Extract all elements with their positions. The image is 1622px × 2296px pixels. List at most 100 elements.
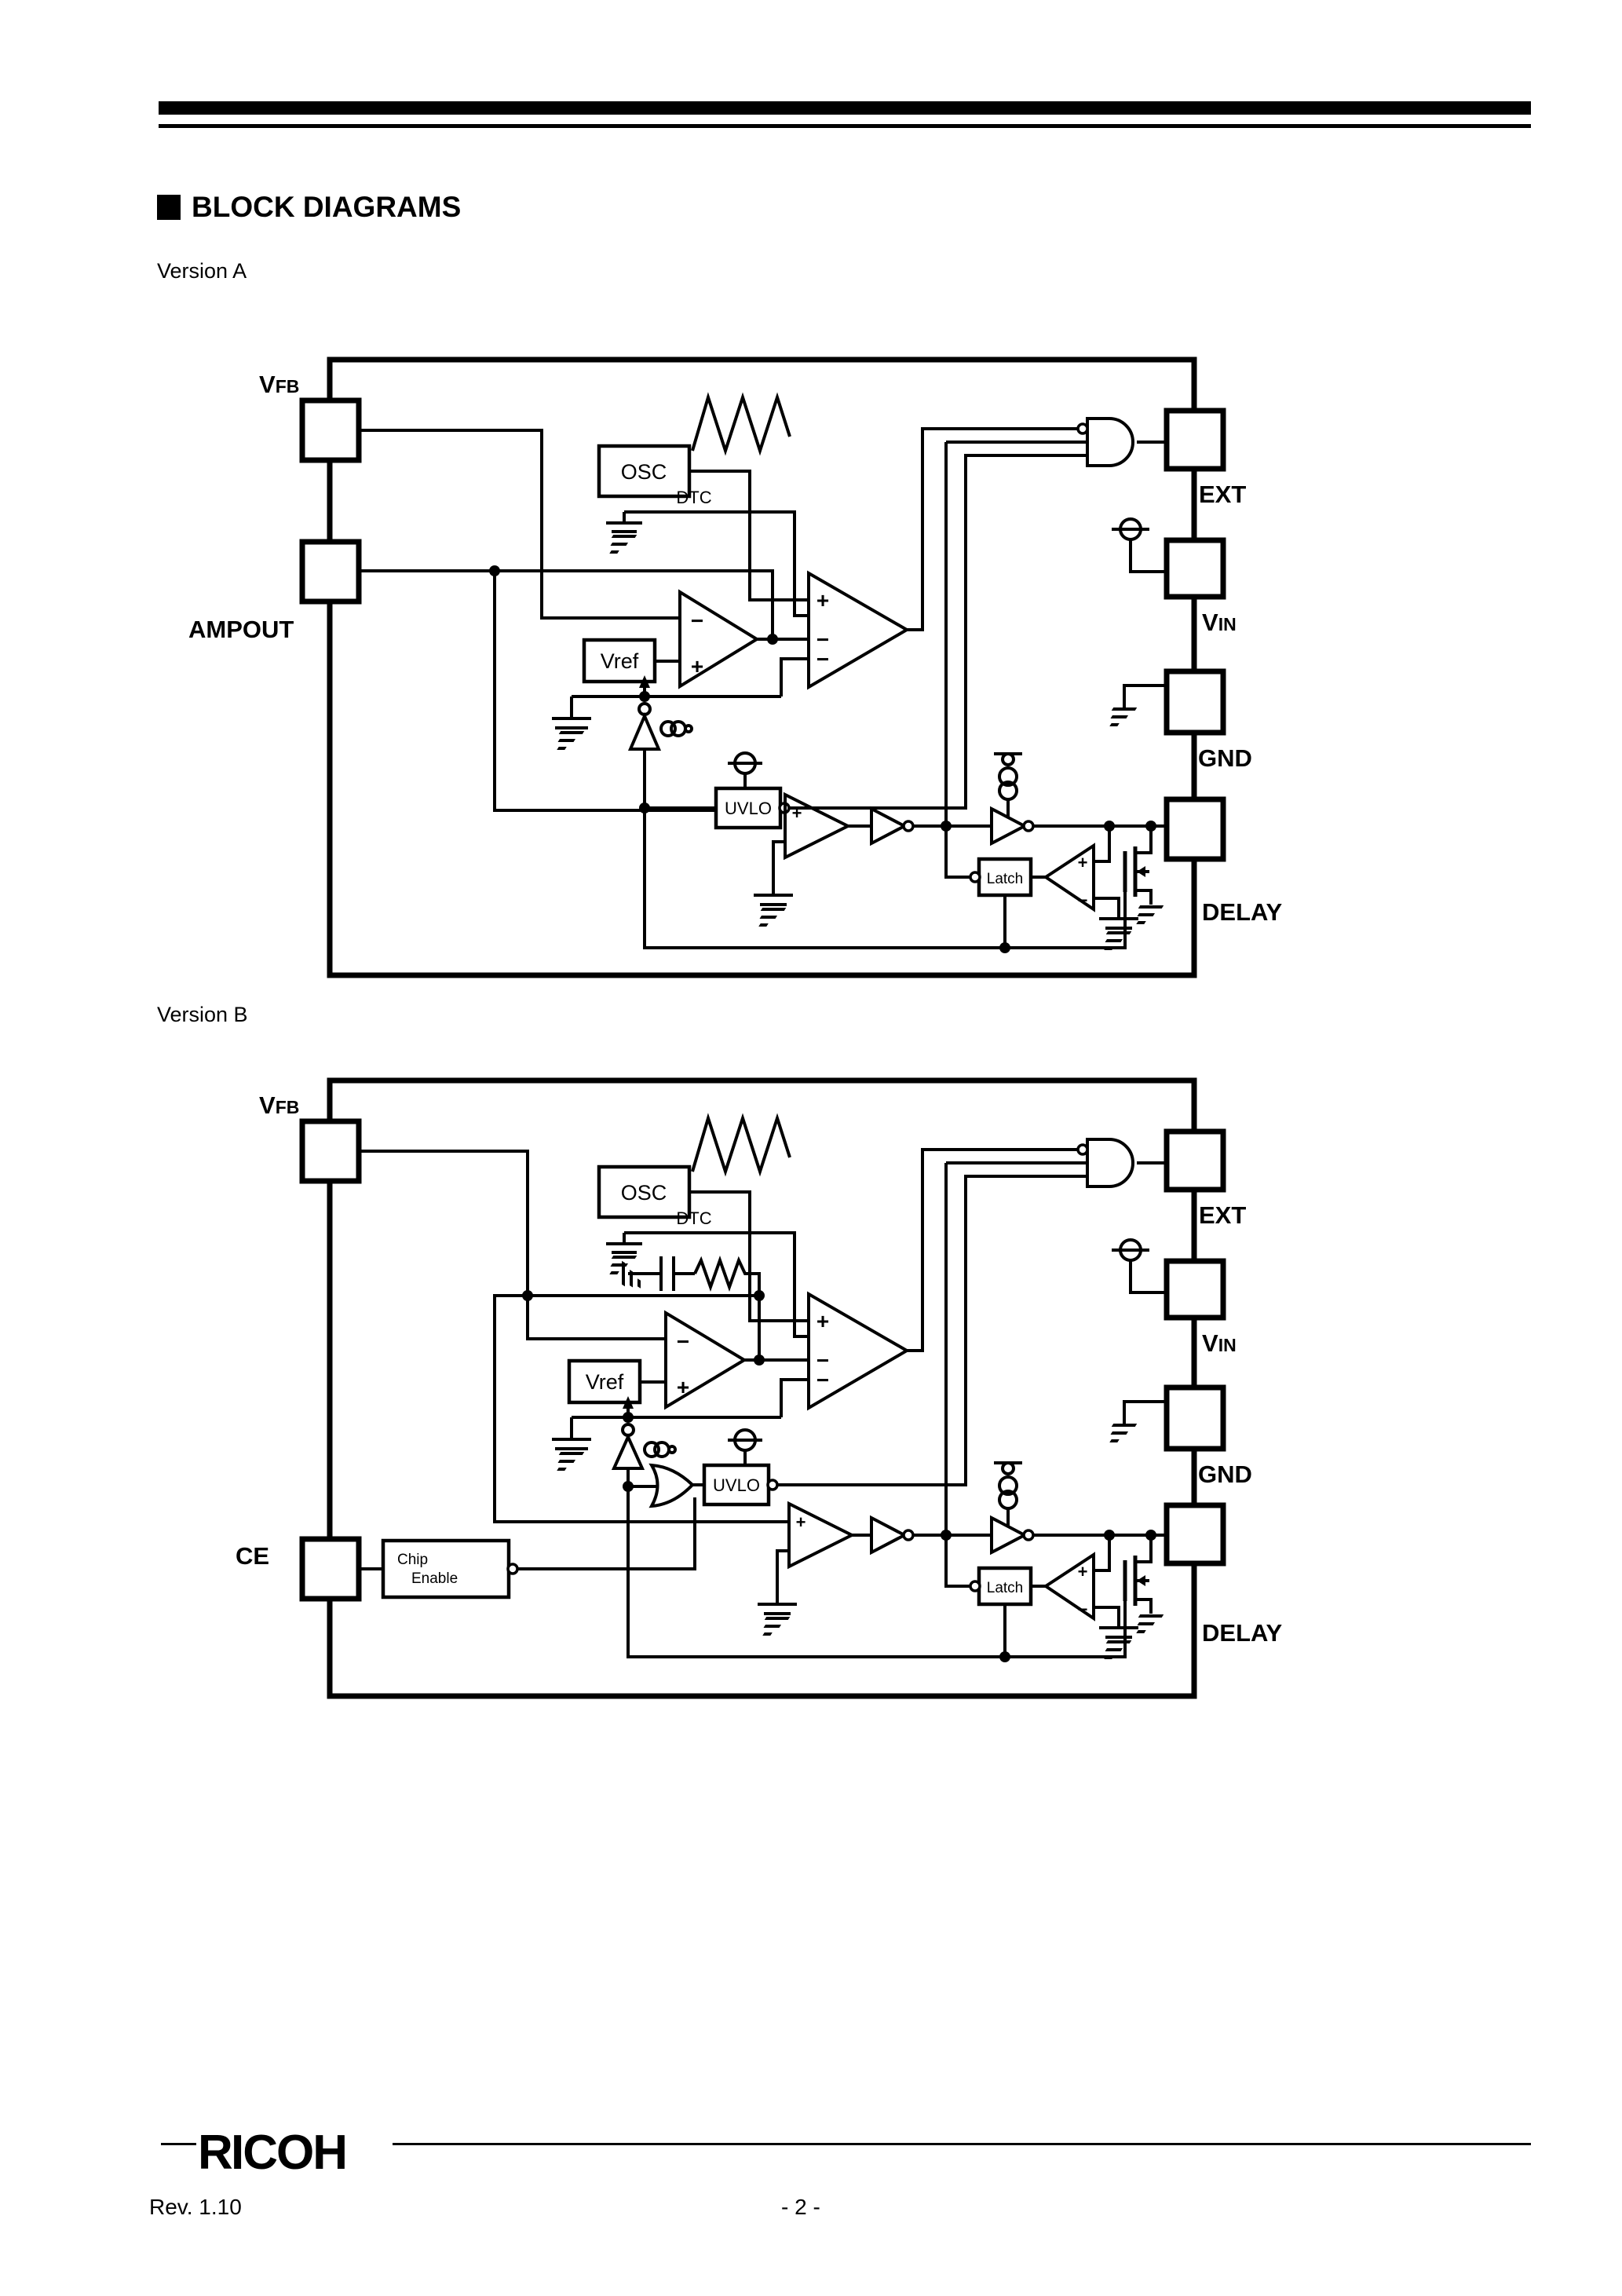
pin-box-ampout	[299, 539, 362, 605]
vref-trim-arrow	[639, 675, 650, 688]
top-rule-thick	[159, 101, 1531, 115]
nmos-transistor	[1123, 826, 1153, 905]
inverter-1-bubble	[902, 820, 915, 832]
delay-comp-minus: −	[1078, 890, 1088, 910]
heading-text: BLOCK DIAGRAMS	[192, 191, 462, 223]
chip-enable-output-bubble	[506, 1563, 519, 1575]
inverter-1-bubble	[902, 1529, 915, 1541]
uvlo-block	[702, 1463, 771, 1507]
osc-label: OSC	[621, 460, 667, 484]
pin-box-delay	[1164, 1502, 1226, 1567]
pin-label-delay: DELAY	[1202, 898, 1283, 926]
pwm-comparator	[807, 1291, 910, 1411]
diagram-version-a: OSC DTC − + Vref + − − UVLO +	[188, 356, 1283, 978]
delay-comparator	[1043, 1552, 1095, 1621]
uvlo-output-bubble	[766, 1479, 779, 1491]
logo-letter-r: R	[198, 2126, 233, 2180]
uvlo-current-source-icon	[728, 1428, 762, 1465]
protection-comparator	[787, 1501, 856, 1570]
vref-label: Vref	[601, 649, 639, 673]
pwm-comparator	[807, 570, 910, 690]
pin-label-delay: DELAY	[1202, 1619, 1283, 1647]
junction-dots	[489, 565, 1156, 953]
footer-page-number: - 2 -	[781, 2195, 820, 2219]
current-mirror-icon	[643, 1441, 677, 1458]
nmos-transistor	[1123, 1535, 1153, 1614]
pin-label-ce: CE	[236, 1542, 269, 1570]
delay-comp-plus: +	[1078, 1562, 1088, 1581]
diode-triangle	[627, 711, 662, 751]
and-input-bubble	[1076, 1143, 1089, 1156]
vin-current-source-icon	[1112, 1238, 1149, 1262]
section-heading: BLOCK DIAGRAMS	[157, 191, 461, 224]
pwm-in4-minus: −	[816, 647, 829, 671]
version-a-label: Version A	[157, 259, 247, 283]
uvlo-current-source-icon	[728, 751, 762, 788]
inverter-1	[870, 806, 908, 846]
pin-box-gnd	[1164, 1384, 1226, 1452]
current-mirror-icon	[659, 720, 693, 737]
pin-label-gnd: GND	[1198, 744, 1252, 772]
error-amp-minus: −	[691, 609, 703, 633]
error-amp-minus: −	[677, 1329, 689, 1354]
logo-backing	[196, 2119, 393, 2174]
ricoh-logo: R ICOH	[196, 2119, 393, 2180]
chip-enable-label-line2: Enable	[411, 1570, 458, 1587]
pwm-in3-minus: −	[816, 627, 829, 652]
wires	[359, 427, 1167, 949]
latch-label: Latch	[987, 871, 1023, 887]
version-b-label: Version B	[157, 1003, 248, 1026]
pin-label-vfb: VFB	[259, 371, 299, 398]
pwm-in3-minus: −	[816, 1348, 829, 1373]
delay-comp-plus: +	[1078, 853, 1088, 872]
pin-box-vfb	[299, 397, 362, 463]
pwm-in1-plus: +	[816, 588, 829, 612]
pin-label-ext: EXT	[1199, 1201, 1246, 1229]
heading-square-bullet	[157, 195, 181, 220]
delay-comp-minus: −	[1078, 1600, 1088, 1619]
inverter-2-current-source-icon	[994, 1461, 1022, 1526]
pin-label-vin: VIN	[1202, 609, 1237, 636]
sawtooth-waveform	[691, 1113, 791, 1177]
vref-block	[582, 638, 657, 684]
chip-border	[327, 356, 1197, 978]
sawtooth-waveform	[691, 392, 791, 456]
pin-box-gnd	[1164, 668, 1226, 736]
output-and-gate	[1086, 417, 1134, 467]
footer-rule	[161, 2143, 1531, 2145]
or-gate	[648, 1463, 695, 1508]
pin-box-ce	[299, 1536, 362, 1602]
vref-block	[567, 1358, 642, 1405]
osc-block	[597, 444, 692, 499]
pin-label-vin: VIN	[1202, 1329, 1237, 1357]
wires	[359, 1148, 1167, 1658]
inverter-2-bubble	[1022, 1529, 1035, 1541]
protection-comparator	[784, 792, 852, 861]
output-and-gate	[1086, 1138, 1134, 1188]
vref-label: Vref	[586, 1370, 624, 1394]
pin-label-gnd: GND	[1198, 1461, 1252, 1488]
latch-input-bubble	[969, 1580, 981, 1592]
pin-box-vin	[1164, 1258, 1226, 1321]
osc-label: OSC	[621, 1181, 667, 1205]
dtc-label: DTC	[676, 488, 711, 507]
logo-letters-icoh: ICOH	[231, 2126, 346, 2180]
pin-box-delay	[1164, 796, 1226, 862]
diode-triangle	[611, 1433, 645, 1470]
inverter-1	[870, 1515, 908, 1556]
chip-enable-block	[381, 1538, 511, 1600]
vin-current-source-icon	[1112, 517, 1149, 541]
top-rule-thin	[159, 124, 1531, 128]
pin-boxes	[299, 397, 1226, 862]
pwm-in4-minus: −	[816, 1368, 829, 1392]
pin-label-vfb: VFB	[259, 1091, 299, 1119]
pin-box-vfb	[299, 1118, 362, 1184]
pwm-in1-plus: +	[816, 1309, 829, 1333]
diagram-version-b: OSC DTC − + Vref + − − UVLO Chip	[236, 1077, 1283, 1699]
pin-boxes	[299, 1118, 1226, 1602]
protection-comp-plus: +	[792, 803, 802, 823]
pin-label-ext: EXT	[1199, 481, 1246, 508]
inverter-2-bubble	[1022, 820, 1035, 832]
osc-block	[597, 1164, 692, 1219]
error-amp	[678, 589, 760, 689]
